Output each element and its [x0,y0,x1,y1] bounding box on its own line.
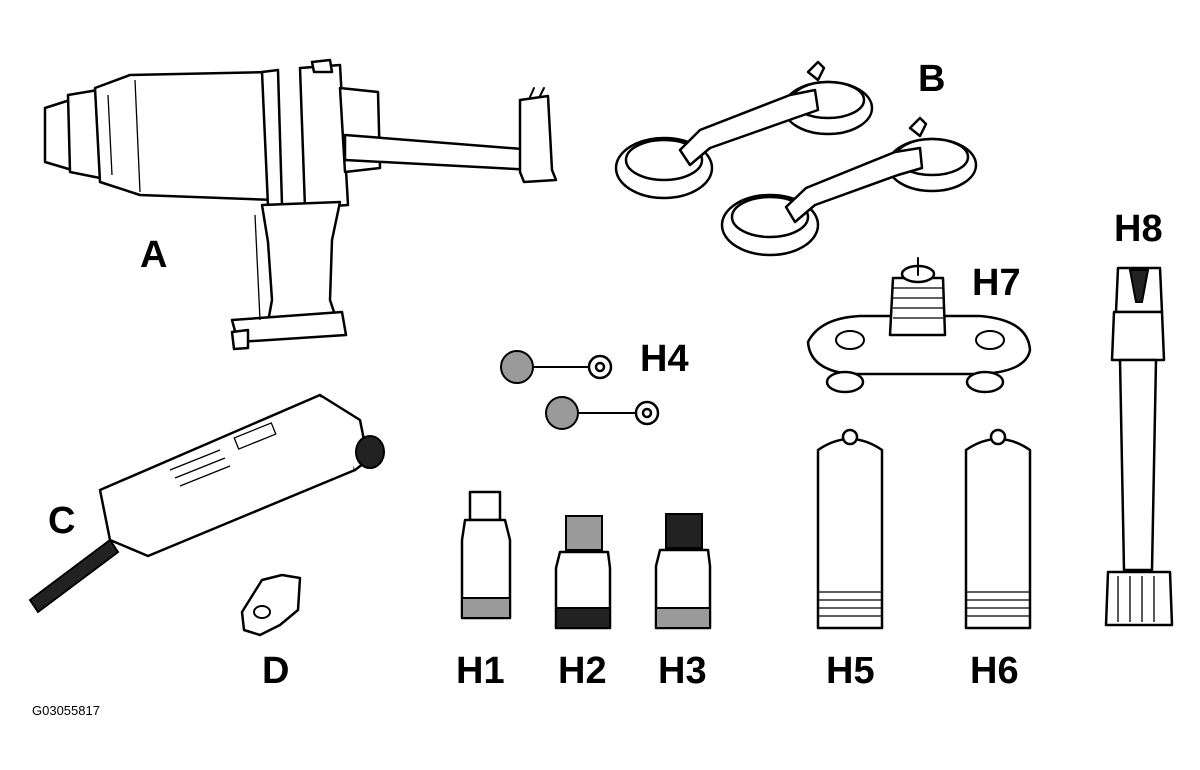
label-h5: H5 [826,650,875,692]
glue-gun-a [43,58,558,351]
label-h3: H3 [658,650,707,692]
label-h4: H4 [640,338,689,380]
label-h6: H6 [970,650,1019,692]
label-b: B [918,58,946,100]
figure-id: G03055817 [32,703,100,718]
suction-cups-b [614,60,978,257]
bottle-h3 [654,513,712,630]
cutting-tool-c [28,393,385,614]
label-h8: H8 [1114,208,1163,250]
label-h2: H2 [558,650,607,692]
bottle-h1 [460,490,512,620]
bracket-d [240,573,302,637]
cartridge-h6 [964,428,1032,630]
label-c: C [48,500,76,542]
label-h1: H1 [456,650,505,692]
label-d: D [262,650,290,692]
cartridge-h5 [816,428,884,630]
label-a: A [140,234,168,276]
nozzle-h8 [1104,266,1174,627]
bridge-adaptor-h7 [806,257,1032,394]
probes-h4 [500,350,660,430]
label-h7: H7 [972,262,1021,304]
bottle-h2 [554,515,612,630]
